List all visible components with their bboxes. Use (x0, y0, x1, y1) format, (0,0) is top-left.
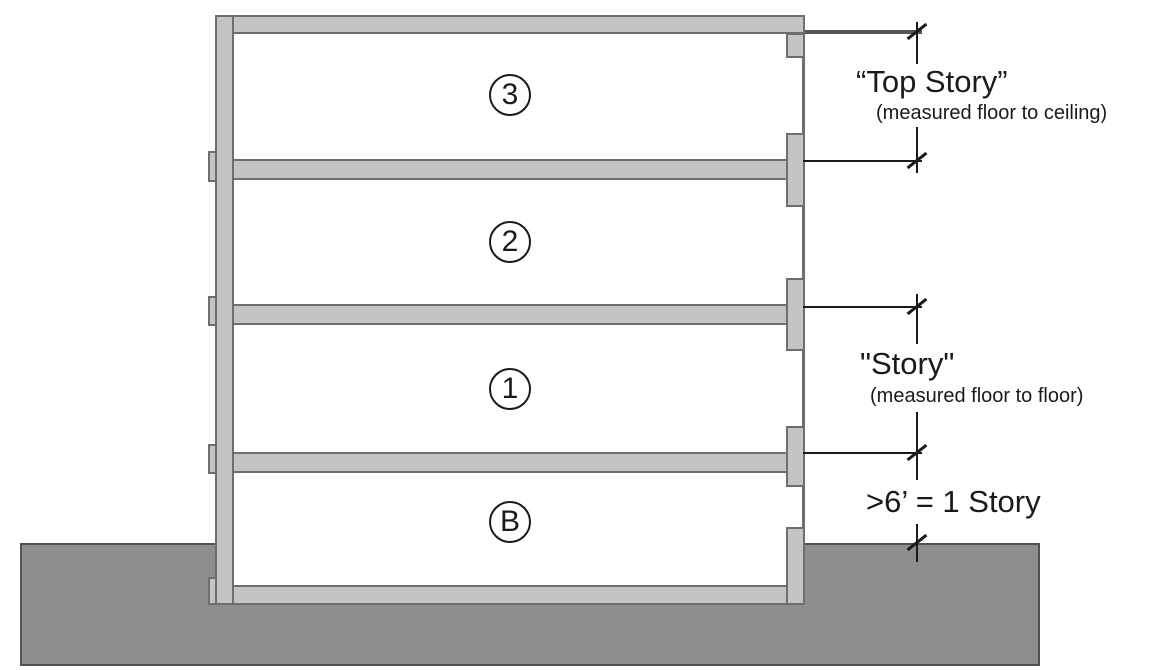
top-story-note: (measured floor to ceiling) (876, 102, 1108, 124)
extension-line-floor3 (803, 160, 922, 162)
right-wall-tab-bottom (786, 527, 805, 605)
top-story-label: “Top Story” (856, 64, 1008, 99)
story-label: "Story" (860, 346, 955, 381)
bottom-slab (215, 585, 805, 605)
right-wall-tab-3-2 (786, 133, 805, 207)
dimension-line-top-story-lower (916, 127, 918, 173)
story-circle-3: 3 (489, 74, 531, 116)
story-circle-3-label: 3 (501, 78, 519, 111)
right-wall-stub-roof (786, 33, 805, 58)
story-note: (measured floor to floor) (870, 385, 1084, 407)
dimension-line-story-upper (916, 294, 918, 344)
story-circle-2-label: 2 (501, 225, 519, 258)
floor-slab-1-b (215, 452, 805, 473)
right-wall-tab-2-1 (786, 278, 805, 351)
extension-line-ceiling (805, 30, 922, 34)
roof-slab (215, 15, 805, 34)
story-circle-b-label: B (499, 505, 520, 538)
floor-slab-3-2 (215, 159, 805, 180)
right-wall-tab-1-b (786, 426, 805, 487)
left-wall (215, 15, 234, 605)
story-circle-1-label: 1 (501, 372, 519, 405)
story-circle-b: B (489, 501, 531, 543)
basement-rule-label: >6’ = 1 Story (866, 484, 1041, 519)
story-circle-1: 1 (489, 368, 531, 410)
dimension-line-top-story-upper (916, 22, 918, 64)
dimension-line-story-lower (916, 412, 918, 480)
extension-line-floor1-bottom (803, 452, 922, 454)
story-circle-2: 2 (489, 221, 531, 263)
floor-slab-2-1 (215, 304, 805, 325)
extension-line-floor1-top (803, 306, 922, 308)
